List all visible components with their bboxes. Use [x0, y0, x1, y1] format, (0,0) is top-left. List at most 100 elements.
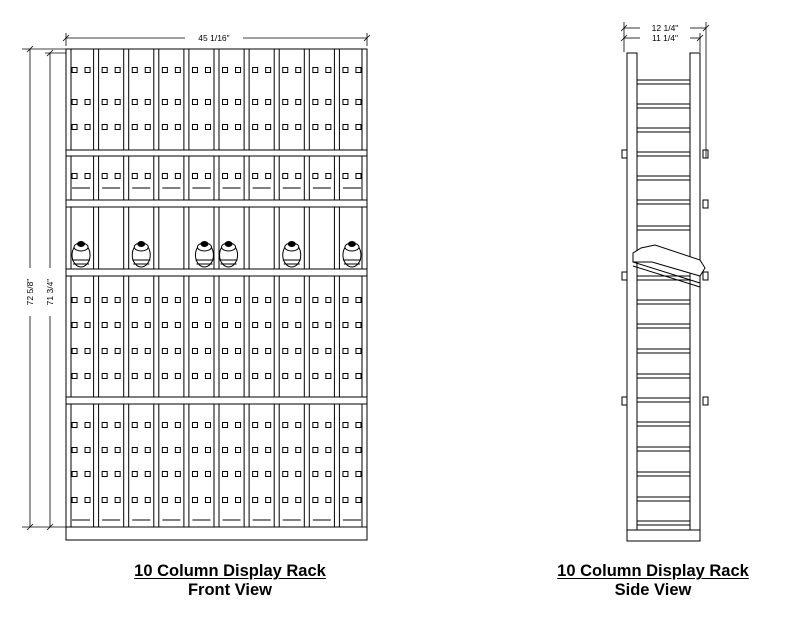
front-peg-hole	[131, 297, 138, 303]
bottle-neck	[287, 241, 296, 247]
side-rack-rung	[636, 496, 691, 502]
side-rack-rung	[636, 151, 691, 157]
front-peg-hole	[84, 348, 91, 354]
bottle-neck	[137, 241, 146, 247]
front-peg-hole	[174, 99, 181, 105]
front-peg-hole	[235, 497, 242, 503]
front-base-plinth	[65, 526, 368, 541]
side-display-shelf-line	[632, 265, 701, 288]
front-peg-hole	[265, 348, 272, 354]
front-peg-hole	[235, 447, 242, 453]
front-peg-hole	[325, 373, 332, 379]
front-peg-hole	[191, 497, 198, 503]
front-peg-hole	[265, 173, 272, 179]
front-peg-hole	[84, 447, 91, 453]
front-peg-hole	[355, 67, 362, 73]
front-peg-hole	[161, 173, 168, 179]
front-peg-hole	[144, 447, 151, 453]
front-peg-hole	[144, 297, 151, 303]
side-connector-tab	[702, 149, 709, 159]
front-peg-hole	[355, 471, 362, 477]
display-bottle	[194, 241, 214, 268]
front-peg-hole	[325, 497, 332, 503]
front-peg-hole	[174, 322, 181, 328]
front-peg-hole	[174, 422, 181, 428]
front-peg-hole	[204, 447, 211, 453]
front-peg-hole	[295, 67, 302, 73]
front-peg-hole	[325, 173, 332, 179]
front-peg-hole	[114, 447, 121, 453]
front-shelf-3	[65, 268, 368, 277]
front-peg-hole	[325, 471, 332, 477]
front-peg-hole	[131, 373, 138, 379]
front-peg-hole	[174, 297, 181, 303]
front-peg-hole	[252, 67, 259, 73]
front-peg-hole	[252, 99, 259, 105]
front-peg-hole	[101, 173, 108, 179]
front-peg-hole	[204, 99, 211, 105]
side-rack-rung	[636, 225, 691, 231]
front-peg-hole	[191, 67, 198, 73]
side-base	[626, 529, 701, 542]
front-peg-hole	[252, 297, 259, 303]
front-peg-hole	[101, 471, 108, 477]
front-peg-hole	[325, 99, 332, 105]
front-peg-hole	[131, 173, 138, 179]
front-peg-hole	[282, 173, 289, 179]
front-peg-hole	[312, 471, 319, 477]
front-peg-hole	[144, 422, 151, 428]
front-peg-hole	[204, 422, 211, 428]
front-peg-hole	[84, 67, 91, 73]
front-peg-hole	[191, 373, 198, 379]
front-peg-hole	[342, 373, 349, 379]
front-height-dimensions	[22, 45, 66, 531]
front-peg-hole	[114, 348, 121, 354]
front-peg-hole	[312, 297, 319, 303]
side-connector-tab	[621, 149, 628, 159]
side-front-upright	[626, 52, 638, 531]
display-bottle	[342, 241, 362, 268]
front-peg-hole	[84, 373, 91, 379]
front-peg-hole	[161, 447, 168, 453]
side-rack-rung	[636, 199, 691, 205]
front-peg-hole	[252, 348, 259, 354]
front-peg-hole	[71, 173, 78, 179]
front-peg-hole	[222, 322, 229, 328]
front-peg-hole	[295, 99, 302, 105]
side-rack-rung	[636, 373, 691, 379]
side-rear-upright	[689, 52, 701, 531]
front-peg-hole	[265, 67, 272, 73]
front-peg-hole	[84, 297, 91, 303]
front-peg-hole	[191, 99, 198, 105]
front-peg-hole	[71, 124, 78, 130]
front-peg-hole	[342, 322, 349, 328]
side-rack-rung	[636, 520, 691, 526]
front-peg-hole	[252, 322, 259, 328]
front-peg-hole	[144, 497, 151, 503]
front-peg-hole	[174, 447, 181, 453]
front-peg-hole	[161, 124, 168, 130]
front-peg-hole	[174, 373, 181, 379]
front-peg-hole	[101, 297, 108, 303]
front-peg-hole	[222, 447, 229, 453]
front-peg-hole	[174, 173, 181, 179]
front-peg-hole	[252, 447, 259, 453]
front-peg-hole	[295, 173, 302, 179]
side-rack-rung	[636, 175, 691, 181]
side-rack-rung	[636, 348, 691, 354]
front-peg-hole	[222, 348, 229, 354]
front-peg-hole	[355, 373, 362, 379]
front-peg-hole	[131, 124, 138, 130]
front-peg-hole	[342, 99, 349, 105]
front-peg-hole	[161, 373, 168, 379]
front-peg-hole	[325, 348, 332, 354]
side-connector-tab	[702, 199, 709, 209]
front-peg-hole	[84, 422, 91, 428]
bottle-neck	[200, 241, 209, 247]
front-peg-hole	[191, 297, 198, 303]
front-peg-hole	[312, 447, 319, 453]
front-peg-hole	[222, 471, 229, 477]
front-peg-hole	[84, 497, 91, 503]
side-view-caption: 10 Column Display Rack Side View	[503, 562, 791, 600]
front-peg-hole	[235, 322, 242, 328]
